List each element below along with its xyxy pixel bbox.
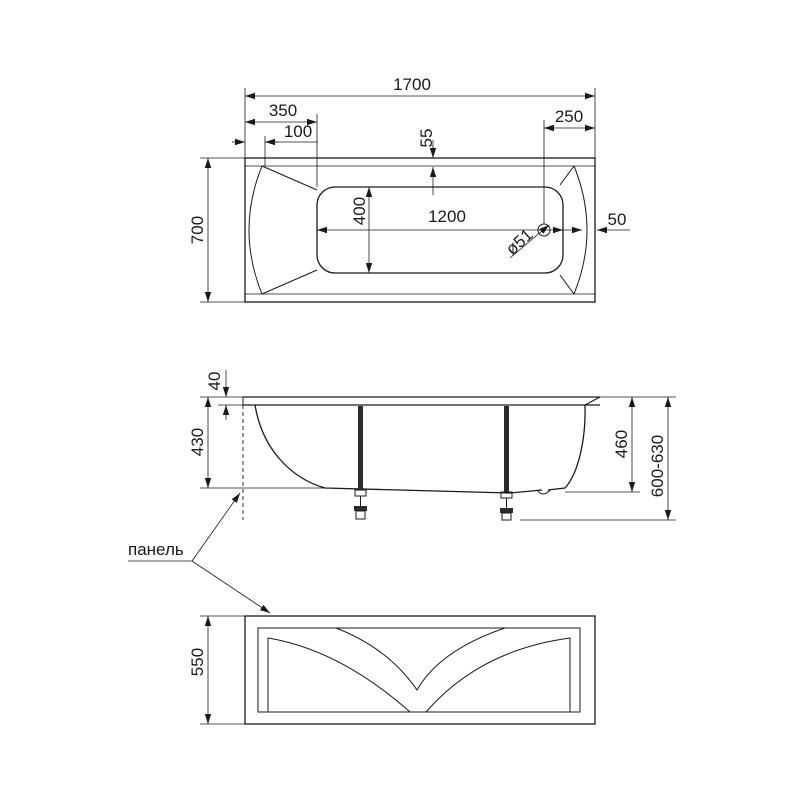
dim-inner-depth: 460: [612, 430, 631, 458]
front-panel-view: 550: [188, 615, 596, 725]
panel-callout: панель: [128, 492, 271, 614]
support-leg-foot: [500, 406, 513, 521]
side-view: 40 430 460 600-630: [188, 370, 676, 521]
bath-body-bottom: [254, 404, 543, 494]
foot-slope-bottom: [559, 274, 575, 295]
dim-total-height: 600-630: [648, 435, 667, 497]
top-outline: [244, 157, 596, 303]
panel-top-triangle: [335, 627, 506, 691]
dim-overall-length: 1700: [393, 75, 431, 94]
panel-left-shape: [267, 637, 412, 713]
panel-right-shape: [424, 637, 571, 713]
dim-rim-depth: 55: [417, 129, 436, 148]
dim-head-offset: 350: [269, 101, 297, 120]
foot-curve: [573, 165, 588, 295]
head-curve: [248, 165, 263, 295]
dim-line-drain: [509, 224, 550, 259]
bath-foot-wall: [547, 404, 586, 491]
support-leg-head: [354, 406, 367, 520]
panel-label: панель: [128, 540, 184, 559]
drain-siphon: [536, 489, 551, 495]
dim-rim-height: 40: [205, 372, 224, 391]
dim-inner-length: 1200: [428, 207, 466, 226]
panel-leader-front: [191, 560, 271, 614]
dim-wall-offset: 50: [608, 210, 627, 229]
head-slope-top: [261, 165, 318, 191]
panel-leader-side: [191, 492, 241, 562]
dim-panel-height: 550: [188, 648, 207, 676]
head-slope-bottom: [261, 269, 318, 295]
front-panel-inner-frame: [257, 627, 581, 713]
front-panel-outline: [244, 615, 596, 725]
dim-bowl-depth: 430: [188, 428, 207, 456]
foot-slope-top: [559, 165, 575, 186]
dim-bath-width: 700: [188, 216, 207, 244]
dim-side-offset: 100: [284, 122, 312, 141]
top-view: 1700 350 100 55 250 700 400 1200 ø5: [188, 75, 630, 303]
dim-inner-width: 400: [350, 197, 369, 225]
dim-drain-offset: 250: [555, 107, 583, 126]
